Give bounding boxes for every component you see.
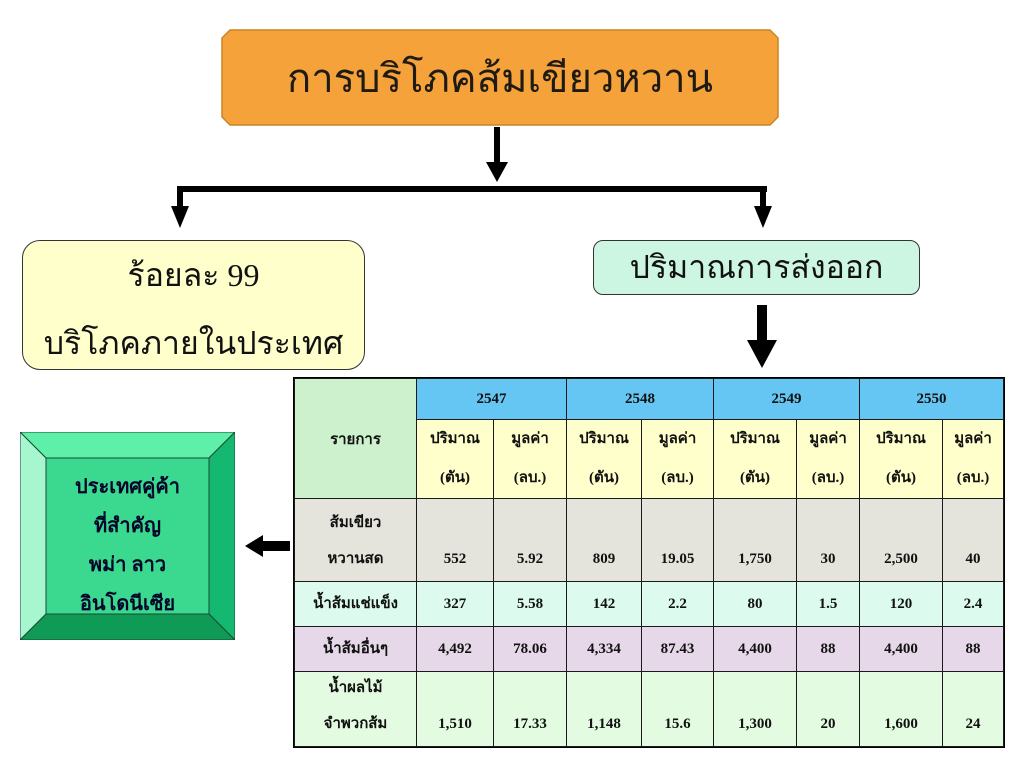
export-volume-label: ปริมาณการส่งออก bbox=[629, 249, 884, 285]
table-cell-quantity: 1,510 bbox=[417, 672, 493, 746]
table-cell-quantity: 4,400 bbox=[714, 627, 796, 671]
bevel-center bbox=[45, 457, 210, 615]
table-cell-quantity: 4,492 bbox=[417, 627, 493, 671]
subheader-quantity: ปริมาณ (ตัน) bbox=[714, 420, 796, 498]
subheader-quantity-unit: (ตัน) bbox=[589, 470, 619, 486]
domestic-consumption-label: บริโภคภายในประเทศ bbox=[43, 325, 344, 361]
subheader-quantity: ปริมาณ (ตัน) bbox=[860, 420, 942, 498]
table-cell-quantity: 552 bbox=[417, 499, 493, 581]
table-cell-value: 1.5 bbox=[797, 582, 859, 626]
table-cell-quantity: 4,400 bbox=[860, 627, 942, 671]
row-item-label: น้ำผลไม้ จำพวกส้ม bbox=[295, 672, 416, 746]
table-cell-value: 88 bbox=[797, 627, 859, 671]
year-header: 2548 bbox=[567, 379, 713, 419]
subheader-value-label: มูลค่า bbox=[658, 431, 697, 447]
table-cell-value: 78.06 bbox=[494, 627, 566, 671]
partner-line: ประเทศคู่ค้า bbox=[75, 476, 180, 498]
row-item-label: น้ำส้มอื่นๆ bbox=[295, 627, 416, 671]
year-header: 2547 bbox=[417, 379, 566, 419]
table-cell-value: 5.92 bbox=[494, 499, 566, 581]
subheader-quantity: ปริมาณ (ตัน) bbox=[567, 420, 641, 498]
row-item-line: ส้มเขียว bbox=[329, 515, 382, 531]
subheader-value: มูลค่า (ลบ.) bbox=[642, 420, 713, 498]
table-cell-value: 30 bbox=[797, 499, 859, 581]
row-item-line: จำพวกส้ม bbox=[323, 716, 388, 732]
table-cell-quantity: 4,334 bbox=[567, 627, 641, 671]
row-item-line: น้ำส้มอื่นๆ bbox=[322, 641, 389, 657]
arrow-left-partners bbox=[245, 535, 290, 557]
connector-horizontal bbox=[177, 186, 767, 192]
table-cell-value: 2.2 bbox=[642, 582, 713, 626]
subheader-quantity-label: ปริมาณ bbox=[430, 431, 480, 447]
table-cell-value: 15.6 bbox=[642, 672, 713, 746]
table-cell-value: 2.4 bbox=[943, 582, 1003, 626]
domestic-percent-label: ร้อยละ 99 bbox=[127, 257, 260, 293]
subheader-value-label: มูลค่า bbox=[511, 431, 549, 447]
arrow-down-left bbox=[171, 190, 189, 228]
row-item-label: ส้มเขียว หวานสด bbox=[295, 499, 416, 581]
row-item-line: หวานสด bbox=[327, 551, 384, 567]
partner-line: พม่า ลาว bbox=[88, 554, 167, 576]
subheader-value-unit: (ลบ.) bbox=[956, 470, 990, 486]
bevel-left bbox=[20, 432, 47, 640]
page-title: การบริโภคส้มเขียวหวาน bbox=[287, 55, 713, 101]
table-cell-quantity: 327 bbox=[417, 582, 493, 626]
table-cell-quantity: 2,500 bbox=[860, 499, 942, 581]
table-cell-quantity: 120 bbox=[860, 582, 942, 626]
table-cell-quantity: 1,300 bbox=[714, 672, 796, 746]
bevel-right bbox=[208, 432, 235, 640]
subheader-value: มูลค่า (ลบ.) bbox=[494, 420, 566, 498]
row-item-line: น้ำผลไม้ bbox=[328, 680, 383, 696]
table-cell-quantity: 1,148 bbox=[567, 672, 641, 746]
subheader-quantity-label: ปริมาณ bbox=[876, 431, 926, 447]
table-header-item: รายการ bbox=[295, 379, 416, 498]
subheader-quantity-unit: (ตัน) bbox=[440, 470, 470, 486]
partner-countries-text: ประเทศคู่ค้า ที่สำคัญ พม่า ลาว อินโดนีเซ… bbox=[46, 458, 209, 615]
table-cell-quantity: 809 bbox=[567, 499, 641, 581]
subheader-quantity-unit: (ตัน) bbox=[740, 470, 770, 486]
table-cell-value: 17.33 bbox=[494, 672, 566, 746]
table-cell-value: 88 bbox=[943, 627, 1003, 671]
table-cell-quantity: 1,750 bbox=[714, 499, 796, 581]
arrow-down-export bbox=[747, 305, 777, 368]
arrow-down-right bbox=[754, 190, 772, 228]
subheader-quantity-label: ปริมาณ bbox=[730, 431, 780, 447]
title-plaque bbox=[221, 29, 779, 126]
subheader-value-unit: (ลบ.) bbox=[811, 470, 845, 486]
subheader-value-label: มูลค่า bbox=[954, 431, 992, 447]
partner-line: อินโดนีเซีย bbox=[79, 593, 176, 615]
year-header: 2549 bbox=[714, 379, 859, 419]
table-cell-value: 19.05 bbox=[642, 499, 713, 581]
table-cell-quantity: 80 bbox=[714, 582, 796, 626]
export-table: รายการ 2547 2548 2549 2550 ปริมาณ (ตัน) … bbox=[293, 377, 1005, 748]
table-cell-value: 5.58 bbox=[494, 582, 566, 626]
bevel-top bbox=[20, 432, 235, 459]
row-item-label: น้ำส้มแช่แข็ง bbox=[295, 582, 416, 626]
subheader-value: มูลค่า (ลบ.) bbox=[797, 420, 859, 498]
subheader-value-label: มูลค่า bbox=[809, 431, 847, 447]
year-header: 2550 bbox=[860, 379, 1003, 419]
subheader-value-unit: (ลบ.) bbox=[661, 470, 694, 486]
table-cell-quantity: 1,600 bbox=[860, 672, 942, 746]
domestic-consumption-box: ร้อยละ 99 บริโภคภายในประเทศ bbox=[22, 240, 365, 370]
table-cell-value: 20 bbox=[797, 672, 859, 746]
table-cell-value: 24 bbox=[943, 672, 1003, 746]
partner-line: ที่สำคัญ bbox=[93, 515, 162, 537]
table-cell-quantity: 142 bbox=[567, 582, 641, 626]
subheader-quantity-label: ปริมาณ bbox=[579, 431, 629, 447]
table-cell-value: 40 bbox=[943, 499, 1003, 581]
subheader-quantity: ปริมาณ (ตัน) bbox=[417, 420, 493, 498]
export-volume-box: ปริมาณการส่งออก bbox=[593, 240, 920, 295]
subheader-value: มูลค่า (ลบ.) bbox=[943, 420, 1003, 498]
partner-bevel-box bbox=[20, 432, 235, 640]
subheader-quantity-unit: (ตัน) bbox=[886, 470, 916, 486]
subheader-value-unit: (ลบ.) bbox=[513, 470, 547, 486]
table-cell-value: 87.43 bbox=[642, 627, 713, 671]
arrow-down-main bbox=[486, 127, 508, 182]
row-item-line: น้ำส้มแช่แข็ง bbox=[313, 596, 398, 612]
